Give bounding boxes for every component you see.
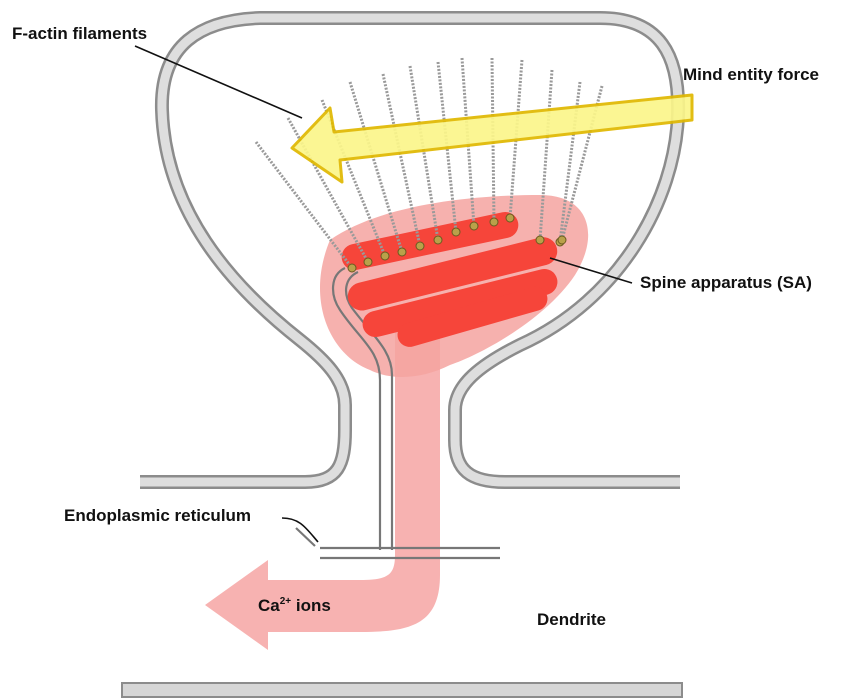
attachment-particle — [470, 222, 478, 230]
dendrite-label: Dendrite — [537, 610, 606, 630]
dendrite-lower-membrane — [122, 683, 682, 697]
ca-text: Ca — [258, 596, 280, 615]
attachment-particle — [364, 258, 372, 266]
attachment-particle — [434, 236, 442, 244]
ca-charge: 2+ — [280, 596, 291, 607]
attachment-particle — [348, 264, 356, 272]
spine-apparatus-label: Spine apparatus (SA) — [640, 273, 812, 293]
attachment-particle — [398, 248, 406, 256]
mind-entity-force-label: Mind entity force — [683, 65, 819, 85]
attachment-particle — [381, 252, 389, 260]
endoplasmic-reticulum-label: Endoplasmic reticulum — [64, 506, 251, 526]
attachment-particle — [558, 236, 566, 244]
attachment-particle — [416, 242, 424, 250]
attachment-particle — [506, 214, 514, 222]
ions-text: ions — [291, 596, 331, 615]
calcium-ions-label: Ca2+ ions — [258, 596, 331, 616]
attachment-particle — [536, 236, 544, 244]
attachment-particle — [490, 218, 498, 226]
f-actin-label: F-actin filaments — [12, 24, 147, 44]
attachment-particle — [452, 228, 460, 236]
